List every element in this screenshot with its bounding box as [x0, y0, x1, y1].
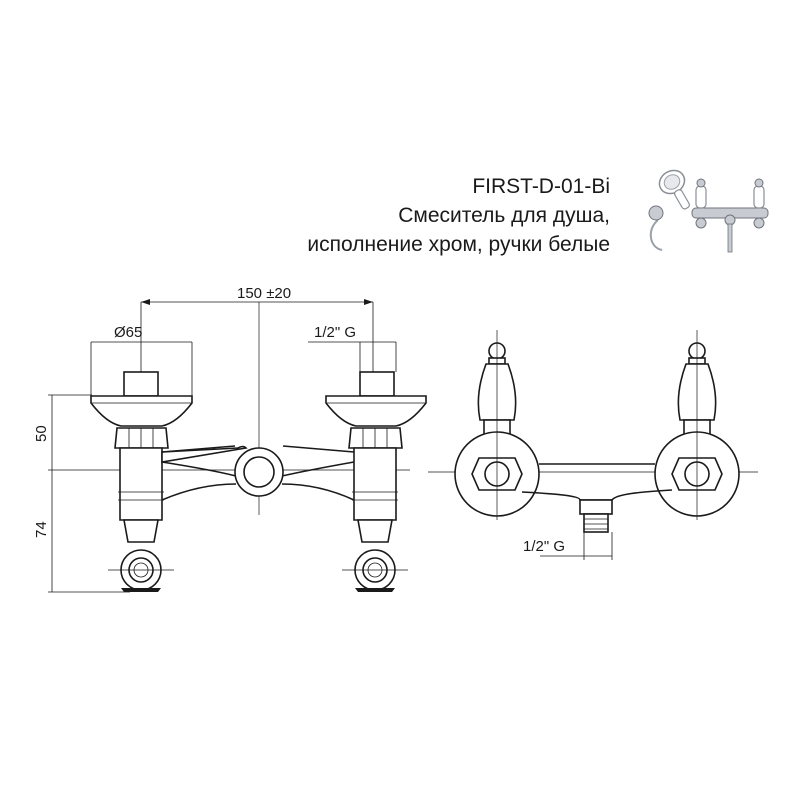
upper-arm-left	[161, 445, 236, 453]
arrow-left	[141, 299, 150, 305]
left-eccentric	[123, 519, 159, 543]
model-code: FIRST-D-01-Bi	[472, 175, 610, 198]
left-flange	[90, 395, 193, 427]
left-nut	[114, 427, 169, 449]
dim-center-distance: 150 ±20	[237, 285, 291, 302]
side-view: 1/2" G	[428, 330, 758, 560]
right-spindle	[359, 371, 395, 397]
dim-height-upper: 50	[33, 425, 50, 442]
right-handle	[654, 330, 740, 520]
title-block: FIRST-D-01-Bi Смеситель для душа, исполн…	[307, 172, 610, 259]
left-inlet	[90, 371, 193, 592]
right-nut	[348, 427, 403, 449]
right-body-column	[353, 447, 397, 521]
right-flange	[325, 395, 427, 427]
side-outlet-thread	[583, 513, 609, 533]
lower-arm-left	[161, 483, 237, 501]
dim-height-lower: 74	[33, 521, 50, 538]
description-line-1: Смеситель для душа,	[398, 204, 610, 227]
shower-mixer-photo-icon	[648, 169, 769, 253]
front-view: 150 ±20 Ø65 1/2" G 50 74	[33, 285, 427, 593]
side-body-bottom	[521, 489, 673, 501]
right-eccentric	[357, 519, 393, 543]
right-inlet	[325, 371, 427, 592]
side-outlet-body	[579, 499, 613, 515]
dim-thread-outlet: 1/2" G	[523, 538, 565, 555]
left-handle	[454, 330, 540, 520]
upper-arm-right	[282, 445, 355, 453]
lower-arm-right	[281, 483, 355, 501]
description-line-2: исполнение хром, ручки белые	[307, 233, 610, 256]
dim-thread-top: 1/2" G	[314, 324, 356, 341]
arrow-right	[364, 299, 373, 305]
left-body-column	[119, 447, 163, 521]
dim-diameter: Ø65	[114, 324, 142, 341]
left-spindle	[123, 371, 159, 397]
